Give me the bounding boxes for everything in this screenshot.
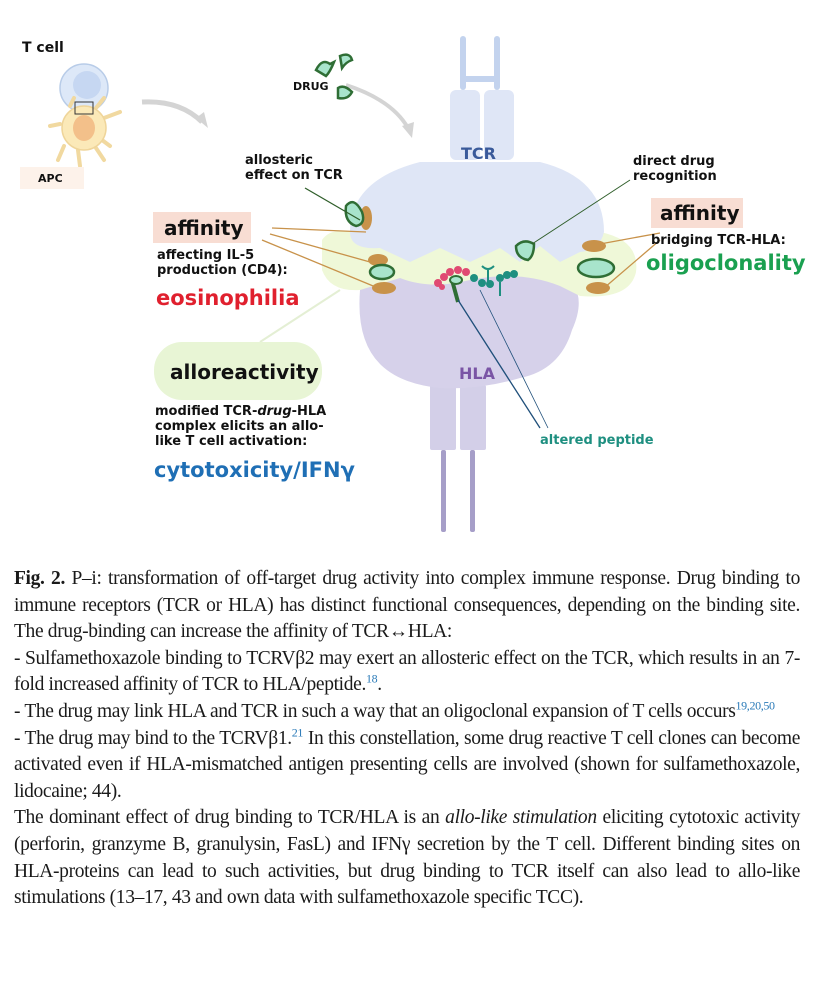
- citation-ref[interactable]: 18: [365, 671, 378, 686]
- caption-bullet-2: - The drug may link HLA and TCR in such …: [14, 699, 800, 726]
- peptide-pointer-1: [457, 299, 541, 429]
- allosteric-pointer: [304, 187, 361, 221]
- bullet3-text-b: In this constellation, some drug reactiv…: [14, 727, 801, 802]
- tcell-apc-icon: [20, 63, 122, 189]
- alloreactivity-pointer: [259, 289, 341, 343]
- leader-lines: [261, 227, 661, 289]
- allosteric-line2: effect on TCR: [245, 168, 343, 183]
- caption-bullet-1: - Sulfamethoxazole binding to TCRVβ2 may…: [14, 646, 800, 699]
- modified-line1-c: -HLA: [291, 404, 327, 419]
- bound-drug-icon: [344, 200, 616, 281]
- caption-bullet-3: - The drug may bind to the TCRVβ1.21 In …: [14, 726, 800, 806]
- peptide-pointer-2: [479, 289, 549, 429]
- drug-molecules-icon: [314, 53, 354, 100]
- bullet1-end: .: [377, 674, 382, 696]
- peptide-icon: [434, 265, 518, 303]
- arrow-to-drug-icon: [141, 99, 204, 124]
- para-italic: allo-like stimulation: [445, 807, 597, 829]
- citation-ref[interactable]: 21: [291, 725, 304, 740]
- hla-molecule-icon: [358, 261, 579, 389]
- modified-line3: like T cell activation:: [155, 434, 308, 449]
- bridging-label: bridging TCR-HLA:: [651, 233, 786, 248]
- apc-label: APC: [38, 172, 63, 185]
- il5-label: affecting IL-5 production (CD4):: [157, 248, 288, 278]
- modified-line1: modified TCR-drug-HLA: [155, 404, 326, 419]
- para-text-b: eliciting cytotoxic activity (perforin, …: [14, 807, 800, 909]
- allosteric-label: allosteric effect on TCR: [245, 153, 343, 183]
- il5-line1: affecting IL-5: [157, 248, 255, 263]
- arrow-to-tcr-icon: [345, 83, 410, 130]
- bullet1-text: - Sulfamethoxazole binding to TCRVβ2 may…: [14, 647, 800, 696]
- oligoclonality-label: oligoclonality: [646, 251, 806, 275]
- direct-line1: direct drug: [633, 154, 715, 169]
- modified-line2: complex elicits an allo-: [155, 419, 324, 434]
- hla-label: HLA: [459, 364, 495, 383]
- tcr-molecule-icon: [350, 36, 604, 262]
- direct-pointer: [531, 179, 631, 245]
- para-text-a: The dominant effect of drug binding to T…: [14, 807, 446, 829]
- bullet2-text: - The drug may link HLA and TCR in such …: [14, 700, 736, 722]
- modified-line1-a: modified TCR-: [155, 404, 258, 419]
- citation-ref[interactable]: 19,20,50: [735, 698, 776, 713]
- affinity-right-pill: [651, 198, 743, 228]
- altered-peptide-label: altered peptide: [540, 433, 654, 448]
- caption-title-text: P–i: transformation of off-target drug a…: [14, 568, 800, 643]
- t-cell-label: T cell: [22, 40, 64, 56]
- alloreactivity-pill: [154, 342, 322, 400]
- figure-diagram: T cell APC DRUG TCR HLA allosteric effec…: [20, 36, 806, 532]
- arrow-head-icon: [196, 112, 208, 128]
- affinity-left-pill: [153, 212, 251, 243]
- figure-caption: Fig. 2. P–i: transformation of off-targe…: [14, 566, 800, 912]
- alloreactivity-label: alloreactivity: [170, 360, 319, 384]
- direct-line2: recognition: [633, 169, 717, 184]
- modified-line1-drug: drug: [257, 404, 292, 419]
- arrow-head-icon: [402, 122, 414, 138]
- caption-title: Fig. 2. P–i: transformation of off-targe…: [14, 566, 800, 646]
- affinity-right-label: affinity: [660, 201, 740, 225]
- cytotoxicity-label: cytotoxicity/IFNγ: [154, 458, 355, 482]
- il5-line2: production (CD4):: [157, 263, 288, 278]
- bullet3-text-a: - The drug may bind to the TCRVβ1.: [14, 727, 292, 749]
- modified-complex-label: modified TCR-drug-HLA complex elicits an…: [155, 404, 326, 449]
- diagram-graphic: [20, 36, 661, 532]
- binding-site-icon: [360, 206, 610, 294]
- direct-recognition-label: direct drug recognition: [633, 154, 717, 184]
- eosinophilia-label: eosinophilia: [156, 286, 300, 310]
- hla-stem-icon: [430, 385, 486, 532]
- caption-paragraph: The dominant effect of drug binding to T…: [14, 805, 800, 911]
- tcr-label: TCR: [461, 144, 496, 163]
- allosteric-line1: allosteric: [245, 153, 313, 168]
- figure-number: Fig. 2.: [14, 568, 65, 589]
- affinity-left-label: affinity: [164, 216, 244, 240]
- drug-label: DRUG: [293, 80, 329, 93]
